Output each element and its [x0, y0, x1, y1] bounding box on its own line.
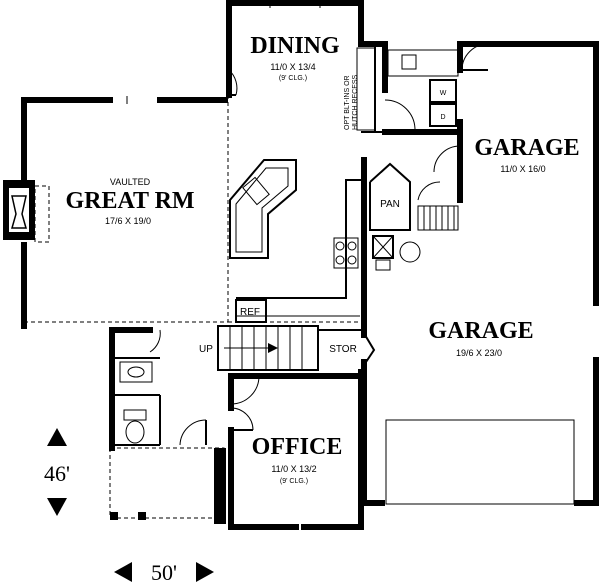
dining-size: 11/0 X 13/4 [270, 62, 315, 72]
hutch-recess-label: HUTCH RECESS [352, 74, 359, 130]
laundry-area [382, 41, 489, 173]
kitchen-counters [235, 179, 365, 323]
stairs [217, 325, 376, 371]
hutch-recess [356, 44, 385, 133]
garage-small-name: GARAGE [474, 135, 579, 161]
garage-door [385, 419, 575, 505]
dryer-label: D [440, 114, 445, 121]
great-room-name: GREAT RM [65, 188, 194, 214]
powder-room [112, 329, 207, 446]
dimension-markers: 46' 50' [44, 428, 214, 583]
garage-large-name: GARAGE [428, 318, 533, 344]
up-label: UP [199, 344, 213, 355]
arrow-up-icon [47, 428, 67, 446]
washer-label: W [440, 90, 447, 97]
arrow-right-icon [196, 562, 214, 582]
opt-builtins-label: OPT BLT-INS OR [344, 75, 351, 130]
dining-name: DINING [250, 33, 340, 59]
garage-small-size: 11/0 X 16/0 [500, 164, 545, 174]
arrow-down-icon [47, 498, 67, 516]
office-name: OFFICE [252, 434, 343, 460]
pantry-label: PAN [380, 199, 400, 210]
office-size: 11/0 X 13/2 [271, 464, 316, 474]
office-door [230, 375, 260, 405]
office-note: (9' CLG.) [280, 478, 308, 485]
utilities [372, 235, 421, 271]
garage-steps [417, 205, 459, 231]
fireplace [3, 180, 50, 243]
room-labels: DINING 11/0 X 13/4 (9' CLG.) OPT BLT-INS… [65, 33, 579, 485]
pantry [361, 157, 441, 235]
refrigerator-label: REF [240, 307, 260, 318]
depth-dimension: 46' [44, 461, 70, 486]
windows [126, 1, 321, 104]
garage-large-size: 19/6 X 23/0 [456, 348, 502, 358]
kitchen-island [229, 159, 297, 259]
arrow-left-icon [114, 562, 132, 582]
dining-note: (9' CLG.) [279, 75, 307, 82]
great-room-size: 17/6 X 19/0 [105, 216, 151, 226]
exterior-walls [21, 0, 599, 530]
storage-label: STOR [329, 344, 357, 355]
width-dimension: 50' [151, 560, 177, 583]
great-room-prefix: VAULTED [110, 177, 151, 187]
dining-door [228, 69, 238, 96]
porch [109, 407, 254, 524]
